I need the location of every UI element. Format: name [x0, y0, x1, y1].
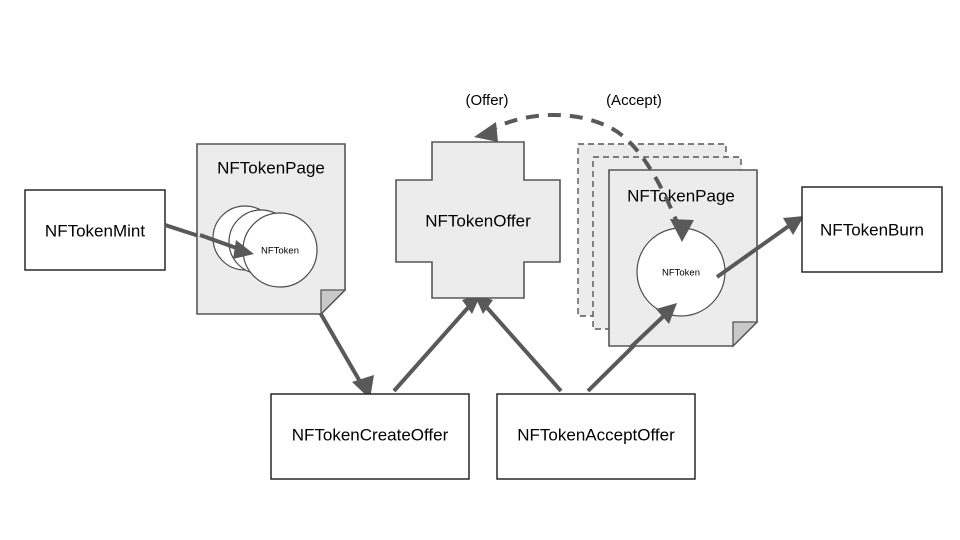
- left-nftoken-label: NFToken: [261, 246, 299, 257]
- edge-label-offer: (Offer): [465, 92, 508, 109]
- node-nftokenmint[interactable]: NFTokenMint: [24, 189, 166, 271]
- nftokenoffer-label: NFTokenOffer: [425, 211, 531, 230]
- right-nftoken-label: NFToken: [662, 268, 700, 279]
- edge-createoffer-to-offer: [392, 294, 481, 393]
- left-nftokenpage-label: NFTokenPage: [217, 158, 325, 177]
- nftokenmint-label: NFTokenMint: [45, 221, 145, 240]
- node-left-nftokenpage[interactable]: NFTokenPage NFToken: [196, 143, 347, 316]
- node-right-nftokenpage-stack[interactable]: NFTokenPage NFTokenPage NFTokenPage NFTo…: [577, 143, 759, 348]
- nftokencreateoffer-label: NFTokenCreateOffer: [292, 425, 449, 444]
- node-nftokencreateoffer[interactable]: NFTokenCreateOffer: [270, 393, 470, 480]
- edge-acceptoffer-to-offer: [474, 294, 563, 393]
- edge-label-accept: (Accept): [606, 92, 662, 109]
- node-nftokenburn[interactable]: NFTokenBurn: [801, 186, 943, 273]
- right-nftokenpage-label: NFTokenPage: [627, 186, 735, 205]
- edge-rightpage-to-burn: [715, 216, 804, 279]
- node-nftokenoffer[interactable]: NFTokenOffer: [395, 141, 561, 299]
- node-nftokenacceptoffer[interactable]: NFTokenAcceptOffer: [496, 393, 696, 480]
- nftokenacceptoffer-label: NFTokenAcceptOffer: [517, 425, 675, 444]
- edge-mint-arrowhead-overlay: [199, 233, 254, 259]
- edge-acceptoffer-arrowhead-overlay: [628, 303, 677, 350]
- nftokenburn-label: NFTokenBurn: [820, 220, 924, 239]
- edge-dashed-offer-accept: [474, 112, 694, 242]
